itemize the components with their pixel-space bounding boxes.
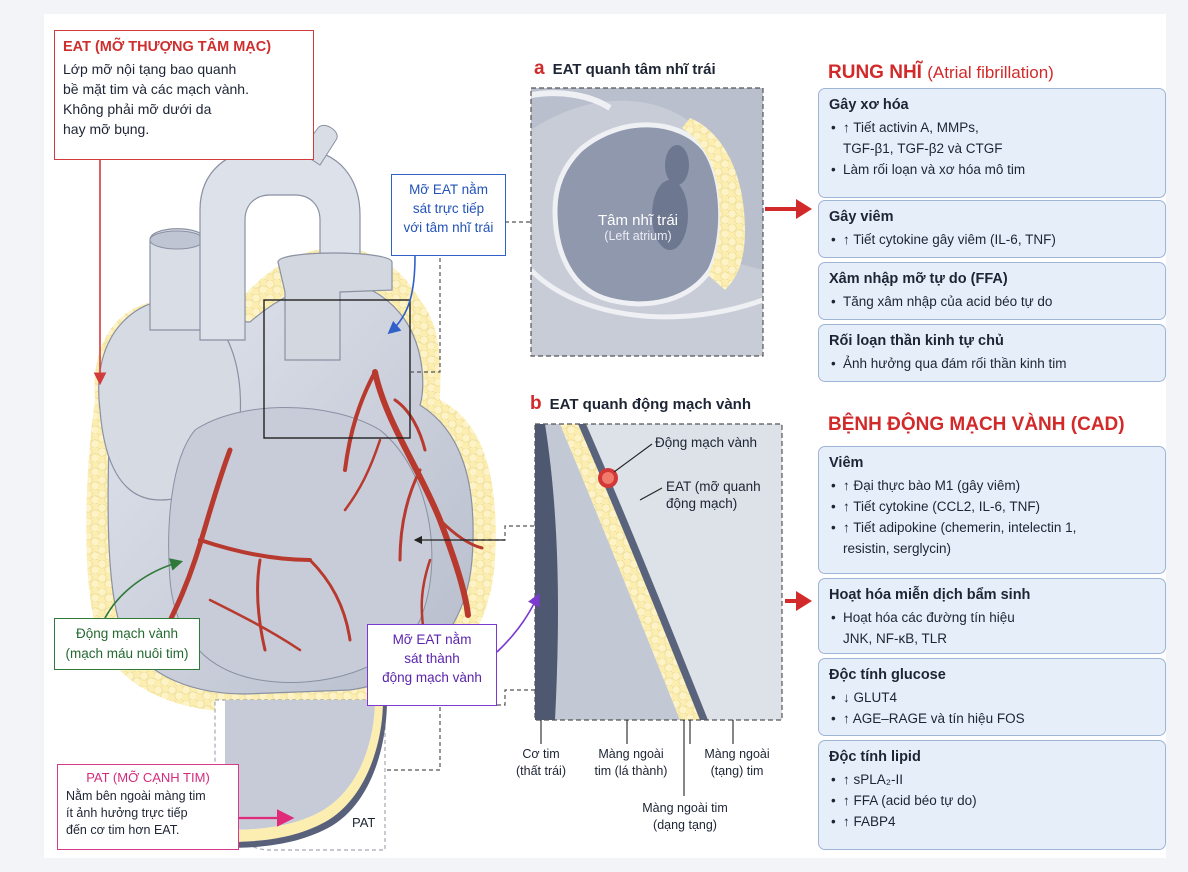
box-title: Độc tính lipid [829, 749, 921, 765]
eat-coronary-wall-callout: Mỡ EAT nằm sát thành động mạch vành [367, 624, 497, 706]
af-heading: RUNG NHĨ (Atrial fibrillation) [828, 62, 1054, 84]
pat-callout: PAT (MỠ CẠNH TIM) Nằm bên ngoài màng tim… [57, 764, 239, 850]
parietal-label-line: tim (lá thành) [594, 764, 668, 778]
pat-callout-line: Nằm bên ngoài màng tim [66, 789, 206, 803]
panel-a-title-text: EAT quanh tâm nhĩ trái [552, 61, 716, 78]
box-item-cont-text: JNK, NF-κB, TLR [843, 631, 948, 646]
myocardium-label: Cơ tim (thất trái) [505, 746, 577, 780]
purple-callout-line: Mỡ EAT nằm [392, 632, 472, 647]
panel-a-frame [530, 87, 764, 357]
myocardium-label-line: (thất trái) [515, 764, 566, 778]
box-item: Ảnh hưởng qua đám rối thần kinh tim [831, 353, 1155, 374]
blue-arrow [387, 255, 416, 335]
eat-label-line: EAT (mỡ quanh [666, 479, 761, 494]
purple-callout-line: động mạch vành [382, 670, 482, 685]
eat-callout-line: hay mỡ bụng. [63, 121, 150, 137]
visceral-label-line: (tạng) tim [710, 764, 764, 778]
box-item: ↑ sPLA₂-II [831, 769, 1155, 790]
box-item: ↑ Tiết cytokine gây viêm (IL-6, TNF) [831, 229, 1155, 250]
box-item: ↑ FFA (acid béo tự do) [831, 790, 1155, 811]
box-item: Tăng xâm nhập của acid béo tự do [831, 291, 1155, 312]
green-callout-line: (mạch máu nuôi tim) [65, 646, 189, 661]
left-atrium-highlight-box [263, 299, 411, 439]
panel-b-title-text: EAT quanh động mạch vành [549, 396, 752, 413]
eat-left-atrium-callout: Mỡ EAT nằm sát trực tiếp với tâm nhĩ trá… [391, 174, 506, 256]
green-arrow [104, 558, 184, 619]
panel-a-image [531, 88, 763, 356]
coronary-artery-label: Động mạch vành [655, 435, 758, 450]
panel-a-letter: a [534, 58, 545, 79]
visceral-pericardium-label: Màng ngoài (tạng) tim [697, 746, 777, 780]
parietal-label-line: Màng ngoài [598, 747, 664, 761]
af-heading-text: RUNG NHĨ [828, 62, 922, 83]
cad-lipotoxicity-box: Độc tính lipid ↑ sPLA₂-II ↑ FFA (acid bé… [818, 740, 1166, 850]
myocardium-label-line: Cơ tim [522, 747, 560, 761]
box-item-cont: TGF-β1, TGF-β2 và CTGF [843, 138, 1155, 159]
box-title: Gây xơ hóa [829, 97, 909, 113]
eat-callout-line: Lớp mỡ nội tạng bao quanh [63, 61, 237, 77]
af-fibrosis-box: Gây xơ hóa ↑ Tiết activin A, MMPs, TGF-β… [818, 88, 1166, 198]
panel-b-letter: b [530, 393, 542, 414]
pat-callout-line: ít ảnh hưởng trực tiếp [66, 806, 188, 820]
cad-innate-immunity-box: Hoạt hóa miễn dịch bẩm sinh Hoạt hóa các… [818, 578, 1166, 654]
blue-callout-line: sát trực tiếp [412, 201, 485, 216]
af-ffa-box: Xâm nhập mỡ tự do (FFA) Tăng xâm nhập củ… [818, 262, 1166, 320]
box-item: Làm rối loạn và xơ hóa mô tim [831, 159, 1155, 180]
af-autonomic-box: Rối loạn thần kinh tự chủ Ảnh hưởng qua … [818, 324, 1166, 382]
box-item: ↑ Tiết activin A, MMPs, [831, 117, 1155, 138]
eat-callout-title: EAT (MỠ THƯỢNG TÂM MẠC) [63, 39, 272, 55]
eat-label-line: động mạch) [666, 496, 738, 511]
visceral-form-line: Màng ngoài tim [642, 801, 728, 815]
cad-heading: BỆNH ĐỘNG MẠCH VÀNH (CAD) [828, 414, 1125, 435]
blue-callout-line: với tâm nhĩ trái [403, 220, 494, 235]
pat-callout-title: PAT (MỠ CẠNH TIM) [86, 770, 210, 785]
panel-b-frame [534, 423, 783, 721]
box-title: Độc tính glucose [829, 667, 946, 683]
box-item-cont-text: TGF-β1, TGF-β2 và CTGF [843, 141, 1003, 156]
purple-arrow [496, 593, 540, 653]
eat-periarterial-label: EAT (mỡ quanh động mạch) [666, 478, 761, 512]
box-title: Xâm nhập mỡ tự do (FFA) [829, 271, 1008, 287]
green-callout-line: Động mạch vành [75, 626, 179, 641]
box-title: Rối loạn thần kinh tự chủ [829, 333, 1004, 349]
box-item-cont: JNK, NF-κB, TLR [843, 628, 1155, 649]
blue-callout-line: Mỡ EAT nằm [409, 182, 488, 197]
purple-callout-line: sát thành [404, 651, 460, 666]
box-item: ↑ Tiết adipokine (chemerin, intelectin 1… [831, 517, 1155, 538]
box-item: ↓ GLUT4 [831, 687, 1155, 708]
panel-b-title: b EAT quanh động mạch vành [530, 393, 751, 415]
visceral-form-line: (dạng tạng) [653, 818, 717, 832]
pat-tag: PAT [352, 815, 376, 830]
box-title: Gây viêm [829, 209, 894, 225]
left-atrium-label: Tâm nhĩ trái (Left atrium) [578, 212, 698, 243]
cad-glucotoxicity-box: Độc tính glucose ↓ GLUT4 ↑ AGE–RAGE và t… [818, 658, 1166, 736]
box-item: ↑ FABP4 [831, 811, 1155, 832]
box-title: Hoạt hóa miễn dịch bẩm sinh [829, 587, 1031, 603]
parietal-pericardium-label: Màng ngoài tim (lá thành) [588, 746, 674, 780]
af-heading-sub: (Atrial fibrillation) [927, 63, 1054, 82]
box-item: Hoạt hóa các đường tín hiệu [831, 607, 1155, 628]
eat-callout-line: Không phải mỡ dưới da [63, 101, 212, 117]
left-atrium-label-en: (Left atrium) [604, 229, 672, 243]
visceral-form-label: Màng ngoài tim (dạng tạng) [625, 800, 745, 834]
coronary-artery-callout: Động mạch vành (mạch máu nuôi tim) [54, 618, 200, 670]
eat-definition-callout: EAT (MỠ THƯỢNG TÂM MẠC) Lớp mỡ nội tạng … [54, 30, 314, 160]
panel-b-image [535, 424, 782, 720]
cad-inflammation-box: Viêm ↑ Đại thực bào M1 (gây viêm) ↑ Tiết… [818, 446, 1166, 574]
af-inflammation-box: Gây viêm ↑ Tiết cytokine gây viêm (IL-6,… [818, 200, 1166, 258]
left-atrium-label-vi: Tâm nhĩ trái [597, 212, 679, 229]
box-item: ↑ Tiết cytokine (CCL2, IL-6, TNF) [831, 496, 1155, 517]
box-item-cont: resistin, serglycin) [843, 538, 1155, 559]
visceral-label-line: Màng ngoài [704, 747, 770, 761]
pat-callout-line: đến cơ tim hơn EAT. [66, 823, 180, 837]
box-title: Viêm [829, 455, 864, 471]
box-item: ↑ AGE–RAGE và tín hiệu FOS [831, 708, 1155, 729]
box-item: ↑ Đại thực bào M1 (gây viêm) [831, 475, 1155, 496]
eat-callout-line: bề mặt tim và các mạch vành. [63, 81, 249, 97]
pulmonary-trunk [277, 252, 393, 361]
box-item-cont-text: resistin, serglycin) [843, 541, 952, 556]
panel-a-title: a EAT quanh tâm nhĩ trái [534, 58, 716, 80]
